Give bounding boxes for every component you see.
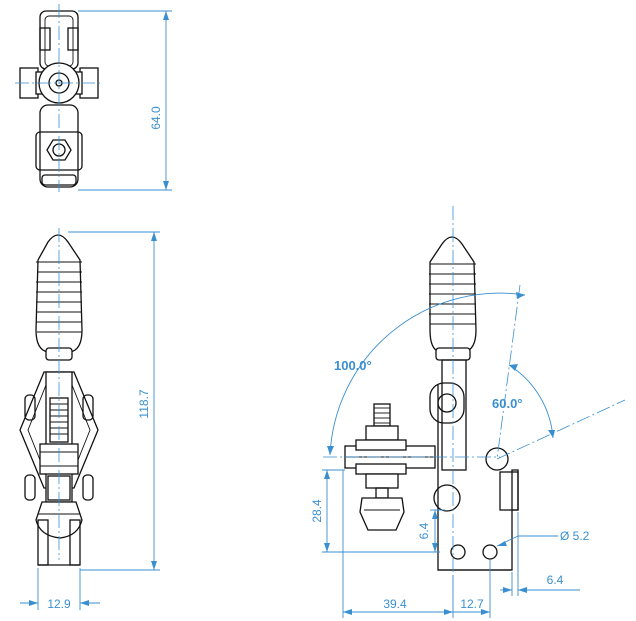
side-view: 118.7 12.9 [19,228,160,611]
dim-top-height: 64.0 [149,106,163,130]
dim-hole-spacing: 12.7 [460,597,484,611]
top-view: 64.0 [15,4,172,192]
angle-handle-open: 100.0° [334,358,372,373]
angle-arm-open: 60.0° [492,396,523,411]
dim-base-edge: 6.4 [547,573,564,587]
front-view: 100.0° 60.0° 28.4 6.4 Ø 5.2 6.4 [310,206,626,618]
dim-front-height: 28.4 [310,499,324,523]
dim-front-offset: 6.4 [417,522,431,539]
dim-side-height: 118.7 [137,389,151,418]
dim-hole-diameter: Ø 5.2 [560,529,590,543]
dim-horizontal-reach: 39.4 [383,597,407,611]
dim-side-width: 12.9 [47,597,71,611]
